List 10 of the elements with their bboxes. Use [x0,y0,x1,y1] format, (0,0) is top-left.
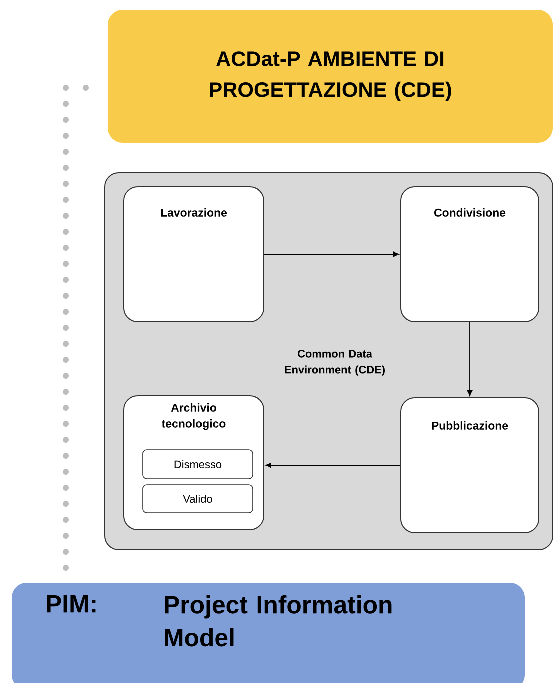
arrow [266,462,401,468]
arrow [264,252,400,258]
stage-box: Condivisione [400,186,540,322]
status-box: Dismesso [142,450,254,480]
stage-box: Lavorazione [124,186,264,322]
arrow [467,322,473,396]
status-box: Valido [142,484,254,514]
stage-box: Pubblicazione [400,398,540,534]
pim-banner: PIM: Project Information Model [12,583,525,683]
title-banner: ACDat-P AMBIENTE DI PROGETTAZIONE (CDE) [108,10,553,143]
